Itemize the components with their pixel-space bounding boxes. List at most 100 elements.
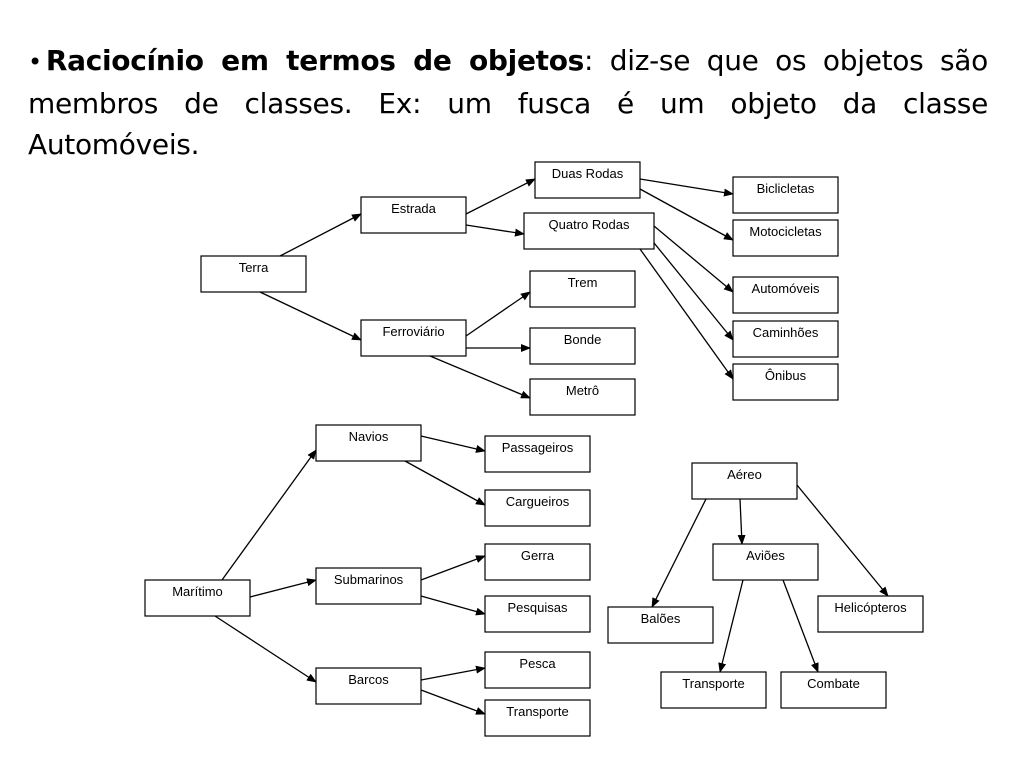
node-box-estrada [360, 196, 467, 234]
edge-navios-to-cargueiros [404, 460, 486, 506]
node-motocicletas: Motocicletas [732, 219, 839, 257]
node-label-metro: Metrô [566, 383, 599, 398]
node-box-pesca [484, 651, 591, 689]
node-box-transporte-mar [484, 699, 591, 737]
node-box-cargueiros [484, 489, 591, 527]
node-maritimo: Marítimo [144, 579, 251, 617]
node-label-quatro-rodas: Quatro Rodas [549, 217, 630, 232]
node-label-aereo: Aéreo [727, 467, 762, 482]
node-baloes: Balões [607, 606, 714, 644]
node-box-caminhoes [732, 320, 839, 358]
node-label-estrada: Estrada [391, 201, 437, 216]
node-label-ferroviario: Ferroviário [382, 324, 444, 339]
node-cargueiros: Cargueiros [484, 489, 591, 527]
edge-aereo-to-avioes [737, 498, 746, 545]
node-label-submarinos: Submarinos [334, 572, 404, 587]
node-label-transporte-mar: Transporte [506, 704, 568, 719]
edge-estrada-to-quatro-rodas [465, 224, 525, 237]
node-pesquisas: Pesquisas [484, 595, 591, 633]
node-label-passageiros: Passageiros [502, 440, 574, 455]
node-box-combate [780, 671, 887, 709]
edge-quatro-rodas-to-caminhoes [649, 237, 734, 341]
node-pesca: Pesca [484, 651, 591, 689]
node-box-automoveis [732, 276, 839, 314]
node-box-pesquisas [484, 595, 591, 633]
node-box-ferroviario [360, 319, 467, 357]
node-box-barcos [315, 667, 422, 705]
node-label-caminhoes: Caminhões [753, 325, 819, 340]
node-gerra: Gerra [484, 543, 591, 581]
edge-barcos-to-transporte-mar [420, 689, 486, 715]
node-box-trem [529, 270, 636, 308]
node-label-automoveis: Automóveis [752, 281, 820, 296]
edge-maritimo-to-navios [221, 449, 317, 581]
edge-duas-rodas-to-motocicletas [639, 188, 734, 241]
node-label-motocicletas: Motocicletas [749, 224, 822, 239]
node-label-cargueiros: Cargueiros [506, 494, 570, 509]
node-box-onibus [732, 363, 839, 401]
node-label-barcos: Barcos [348, 672, 389, 687]
heading-term: Raciocínio em termos de objetos [45, 44, 585, 77]
node-metro: Metrô [529, 378, 636, 416]
node-transporte-ar: Transporte [660, 671, 767, 709]
node-terra: Terra [200, 255, 307, 293]
node-navios: Navios [315, 424, 422, 462]
edge-quatro-rodas-to-automoveis [653, 225, 734, 293]
edge-quatro-rodas-to-onibus [639, 248, 734, 380]
node-passageiros: Passageiros [484, 435, 591, 473]
node-label-combate: Combate [807, 676, 860, 691]
edge-submarinos-to-gerra [420, 555, 486, 581]
edge-terra-to-estrada [279, 213, 362, 257]
edge-barcos-to-pesca [420, 665, 486, 681]
node-label-pesquisas: Pesquisas [508, 600, 568, 615]
edge-ferroviario-to-metro [429, 355, 531, 399]
node-box-baloes [607, 606, 714, 644]
node-label-pesca: Pesca [519, 656, 556, 671]
node-onibus: Ônibus [732, 363, 839, 401]
node-box-duas-rodas [534, 161, 641, 199]
heading-paragraph: •Raciocínio em termos de objetos: diz-se… [28, 40, 988, 165]
node-box-navios [315, 424, 422, 462]
node-box-aereo [691, 462, 798, 500]
edge-maritimo-to-barcos [214, 615, 317, 683]
node-quatro-rodas: Quatro Rodas [523, 212, 655, 250]
node-estrada: Estrada [360, 196, 467, 234]
node-label-navios: Navios [349, 429, 389, 444]
edge-avioes-to-transporte-ar [718, 579, 744, 673]
node-box-bicicletas [732, 176, 839, 214]
node-bonde: Bonde [529, 327, 636, 365]
node-avioes: Aviões [712, 543, 819, 581]
node-submarinos: Submarinos [315, 567, 422, 605]
node-trem: Trem [529, 270, 636, 308]
node-label-bicicletas: Biclicletas [757, 181, 815, 196]
node-aereo: Aéreo [691, 462, 798, 500]
edge-estrada-to-duas-rodas [465, 178, 536, 215]
node-box-gerra [484, 543, 591, 581]
edge-ferroviario-to-trem [465, 291, 531, 337]
bullet: • [28, 48, 42, 76]
node-box-quatro-rodas [523, 212, 655, 250]
node-box-transporte-ar [660, 671, 767, 709]
node-helicopteros: Helicópteros [817, 595, 924, 633]
node-label-gerra: Gerra [521, 548, 555, 563]
node-box-motocicletas [732, 219, 839, 257]
node-box-terra [200, 255, 307, 293]
node-label-transporte-ar: Transporte [682, 676, 744, 691]
node-label-bonde: Bonde [564, 332, 602, 347]
edge-maritimo-to-submarinos [249, 578, 317, 598]
node-label-trem: Trem [568, 275, 598, 290]
edge-avioes-to-combate [782, 579, 819, 673]
node-box-helicopteros [817, 595, 924, 633]
node-transporte-mar: Transporte [484, 699, 591, 737]
node-label-duas-rodas: Duas Rodas [552, 166, 624, 181]
node-box-bonde [529, 327, 636, 365]
node-label-maritimo: Marítimo [172, 584, 223, 599]
edge-aereo-to-helicopteros [796, 484, 889, 597]
node-box-submarinos [315, 567, 422, 605]
node-box-avioes [712, 543, 819, 581]
edge-duas-rodas-to-bicicletas [639, 178, 734, 197]
edge-navios-to-passageiros [420, 435, 486, 453]
node-label-helicopteros: Helicópteros [834, 600, 907, 615]
node-label-onibus: Ônibus [765, 368, 807, 383]
